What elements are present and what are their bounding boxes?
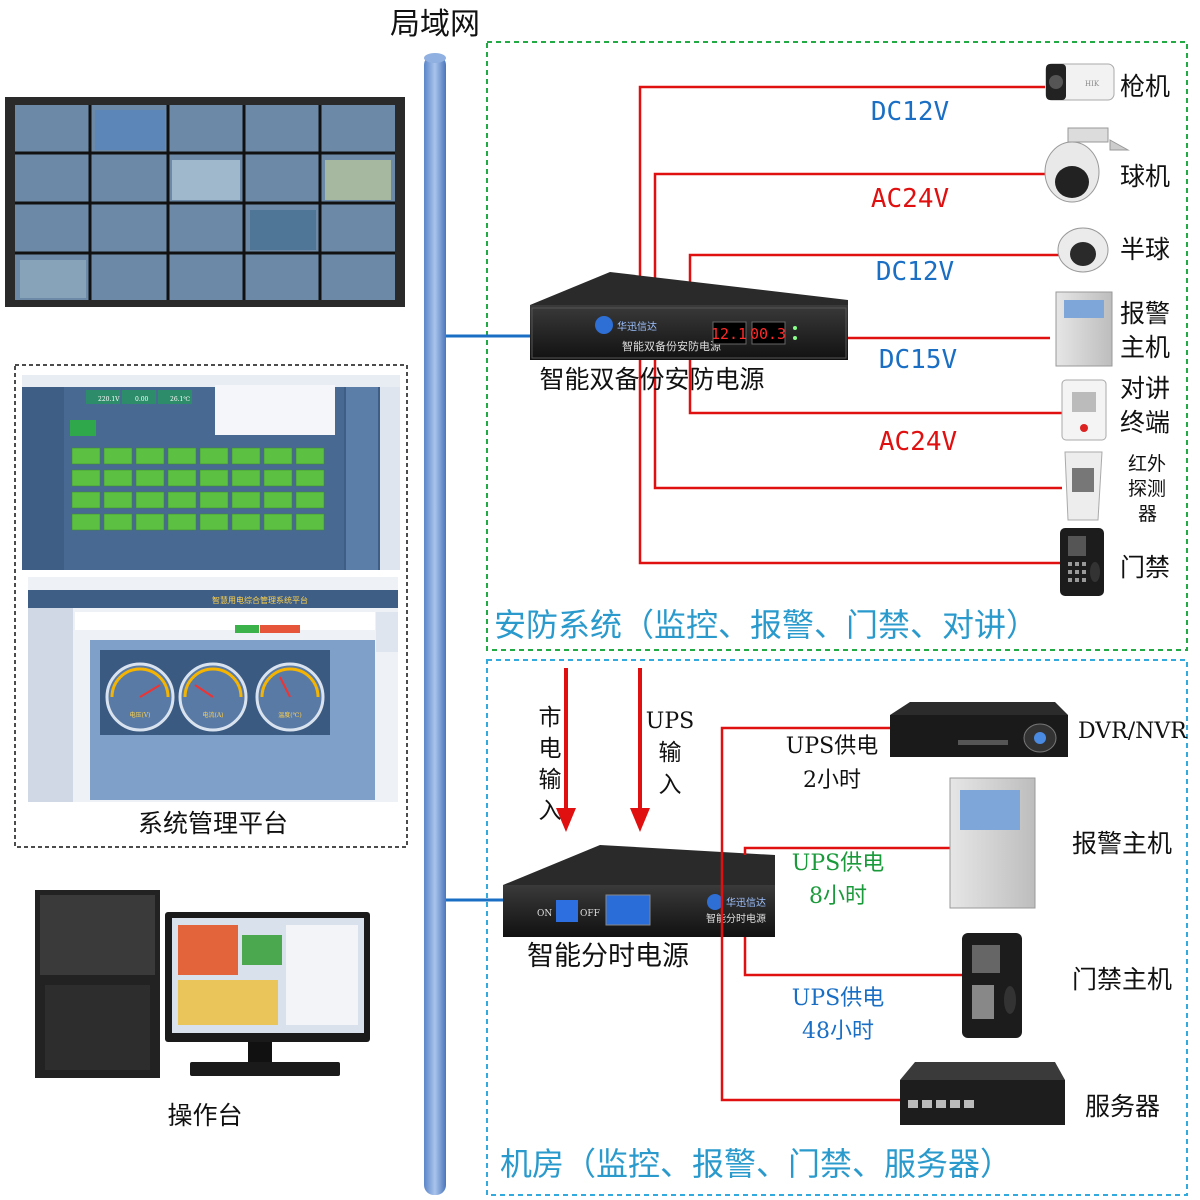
device-label-dvr-nvr: DVR/NVR: [1078, 719, 1188, 744]
svg-text:智能双备份安防电源: 智能双备份安防电源: [622, 339, 721, 353]
device-label-ir-detector-1: 红外: [1128, 453, 1166, 475]
device-label-bullet-camera: 枪机: [1120, 72, 1170, 101]
gauge-voltage: 电压(V): [105, 662, 175, 732]
machine-room-zone-title: 机房（监控、报警、门禁、服务器）: [500, 1145, 1012, 1183]
mains-input-arrow: [556, 668, 576, 832]
dual-backup-power-supply: 华迅信达 智能双备份安防电源 12.1 00.3: [530, 272, 848, 360]
svg-text:26.1℃: 26.1℃: [170, 396, 190, 403]
gauge-temperature: 温度(℃): [255, 662, 325, 732]
device-label-access-host: 门禁主机: [1072, 965, 1172, 994]
operator-console-image: [35, 890, 370, 1078]
svg-text:输: 输: [539, 767, 562, 793]
server-icon: [900, 1062, 1065, 1125]
device-label-ir-detector-2: 探测: [1128, 478, 1166, 500]
svg-text:华迅信达: 华迅信达: [726, 896, 766, 909]
operator-console-caption: 操作台: [167, 1101, 242, 1130]
bullet-camera-icon: HIK: [1045, 63, 1115, 101]
device-label-intercom-1: 对讲: [1120, 374, 1170, 403]
device-label-dome-camera: 半球: [1120, 235, 1170, 264]
management-screen-2: 智慧用电综合管理系统平台 电压(V) 电流(A) 温度(℃): [28, 577, 398, 802]
svg-text:0.00: 0.00: [135, 396, 149, 403]
svg-text:电: 电: [539, 736, 562, 762]
svg-text:输: 输: [659, 740, 682, 766]
dvr-nvr-icon: [890, 702, 1068, 757]
svg-text:电流(A): 电流(A): [202, 711, 223, 719]
svg-text:电压(V): 电压(V): [129, 711, 150, 719]
machine-room-alarm-host-icon: [949, 777, 1036, 909]
management-platform-border: [14, 364, 408, 848]
svg-text:12.1: 12.1: [711, 325, 747, 343]
svg-text:UPS供电: UPS供电: [792, 986, 884, 1011]
lan-pipe: [424, 55, 446, 1195]
svg-text:入: 入: [539, 798, 562, 824]
device-label-alarm-host-2: 主机: [1120, 333, 1170, 362]
lan-label: 局域网: [390, 7, 480, 42]
ptz-dome-camera-icon: [1044, 127, 1130, 203]
ups-input-arrow: [630, 668, 650, 832]
device-label-intercom-2: 终端: [1120, 408, 1170, 437]
access-control-host-icon: [962, 933, 1022, 1038]
svg-text:ON: ON: [537, 909, 552, 919]
svg-text:UPS供电: UPS供电: [786, 734, 878, 759]
mini-dome-camera-icon: [1057, 227, 1109, 273]
svg-text:UPS供电: UPS供电: [792, 851, 884, 876]
management-screen-1: 220.1V 0.00 26.1℃: [22, 375, 400, 570]
line-voltage-3: DC12V: [876, 257, 954, 287]
svg-text:HIK: HIK: [1085, 80, 1100, 88]
svg-text:华迅信达: 华迅信达: [617, 320, 657, 333]
svg-text:入: 入: [659, 772, 682, 798]
svg-text:智能分时电源: 智能分时电源: [706, 912, 766, 925]
svg-text:市: 市: [539, 705, 562, 731]
access-control-icon: [1060, 528, 1104, 596]
intercom-terminal-icon: [1061, 379, 1107, 441]
device-label-access-control: 门禁: [1120, 553, 1170, 582]
management-platform-caption: 系统管理平台: [138, 809, 288, 838]
time-sharing-power-caption: 智能分时电源: [527, 941, 689, 972]
infrared-detector-icon: [1064, 451, 1103, 521]
device-label-ptz-camera: 球机: [1120, 162, 1170, 191]
device-label-server: 服务器: [1085, 1092, 1160, 1121]
svg-text:OFF: OFF: [580, 909, 600, 919]
svg-text:8小时: 8小时: [809, 884, 867, 909]
device-label-alarm-host-1: 报警: [1120, 299, 1170, 328]
gauge-current: 电流(A): [178, 662, 248, 732]
svg-text:智慧用电综合管理系统平台: 智慧用电综合管理系统平台: [212, 595, 308, 605]
time-sharing-power-supply: ON OFF 华迅信达 智能分时电源: [503, 845, 775, 937]
security-zone-title: 安防系统（监控、报警、门禁、对讲）: [494, 606, 1038, 644]
line-voltage-4: DC15V: [879, 345, 957, 375]
line-voltage-1: DC12V: [871, 97, 949, 127]
svg-text:220.1V: 220.1V: [98, 396, 120, 403]
video-wall-image: [5, 97, 405, 307]
device-label-alarm-host: 报警主机: [1072, 829, 1172, 858]
svg-text:UPS: UPS: [646, 709, 694, 734]
svg-text:00.3: 00.3: [750, 325, 786, 343]
machine-room-zone-border: [486, 659, 1188, 1196]
dual-backup-power-caption: 智能双备份安防电源: [539, 365, 764, 394]
alarm-host-icon: [1055, 291, 1113, 367]
line-voltage-2: AC24V: [871, 184, 949, 214]
svg-text:温度(℃): 温度(℃): [278, 711, 301, 719]
svg-text:48小时: 48小时: [802, 1019, 874, 1044]
device-label-ir-detector-3: 器: [1138, 503, 1157, 525]
line-voltage-5: AC24V: [879, 427, 957, 457]
machine-room-wiring: [720, 726, 963, 1102]
svg-text:2小时: 2小时: [803, 768, 861, 793]
security-zone-border: [486, 41, 1188, 651]
